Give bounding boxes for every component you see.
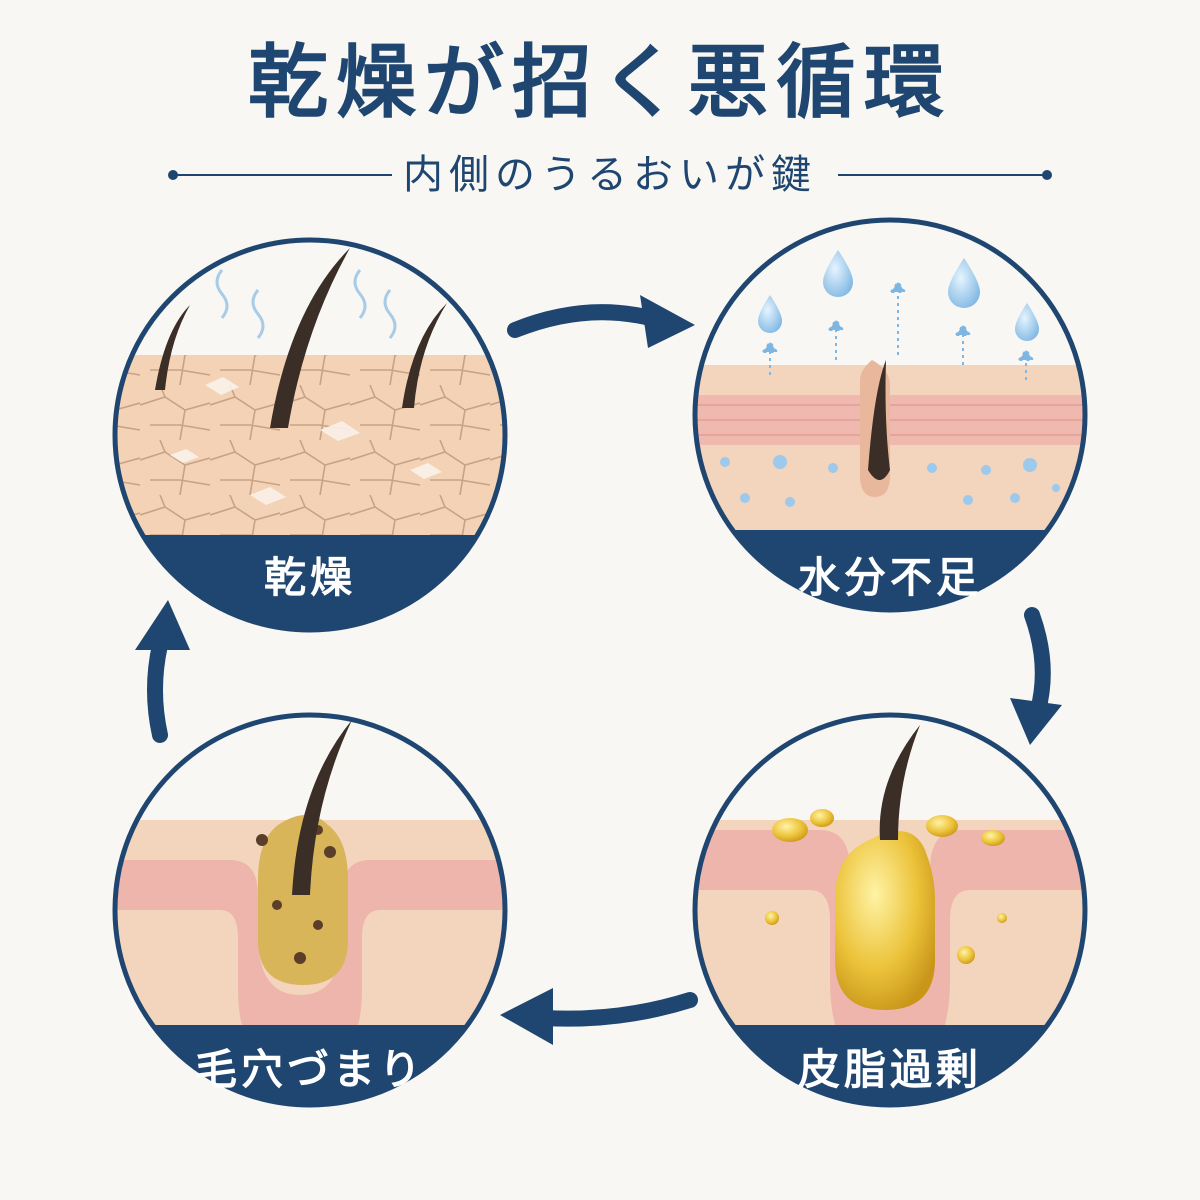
stage-label-dry: 乾燥 — [263, 553, 356, 602]
hair-icon — [868, 360, 890, 480]
arrow-sebum-to-pores — [537, 992, 698, 1027]
stage-excess-sebum — [692, 712, 1088, 1108]
cycle-arrows — [147, 304, 1051, 1027]
hair-icon — [292, 720, 352, 895]
water-drop-icon — [758, 250, 1039, 341]
arrow-dry-to-water — [507, 304, 658, 338]
hair-icon — [155, 248, 447, 428]
divider-line-left — [172, 174, 392, 176]
subtitle-row: 内側のうるおいが鍵 — [168, 150, 1052, 200]
arrowheads — [135, 295, 1062, 1045]
arrow-pores-to-dry — [147, 637, 168, 743]
sebum-droplet-icon — [765, 809, 1007, 964]
stage-label-excess-sebum: 皮脂過剰 — [797, 1045, 982, 1094]
page-subtitle: 内側のうるおいが鍵 — [403, 152, 817, 198]
arrow-water-to-sebum — [1024, 607, 1051, 718]
page-title: 乾燥が招く悪循環 — [248, 36, 952, 129]
divider-dot-right — [1042, 170, 1052, 180]
wavy-steam-icon — [215, 269, 397, 339]
divider-line-right — [838, 174, 1048, 176]
stage-label-water-shortage: 水分不足 — [797, 553, 982, 602]
hair-icon — [879, 725, 920, 840]
stage-label-clogged-pores: 毛穴づまり — [194, 1045, 425, 1094]
stage-dry — [112, 237, 508, 633]
